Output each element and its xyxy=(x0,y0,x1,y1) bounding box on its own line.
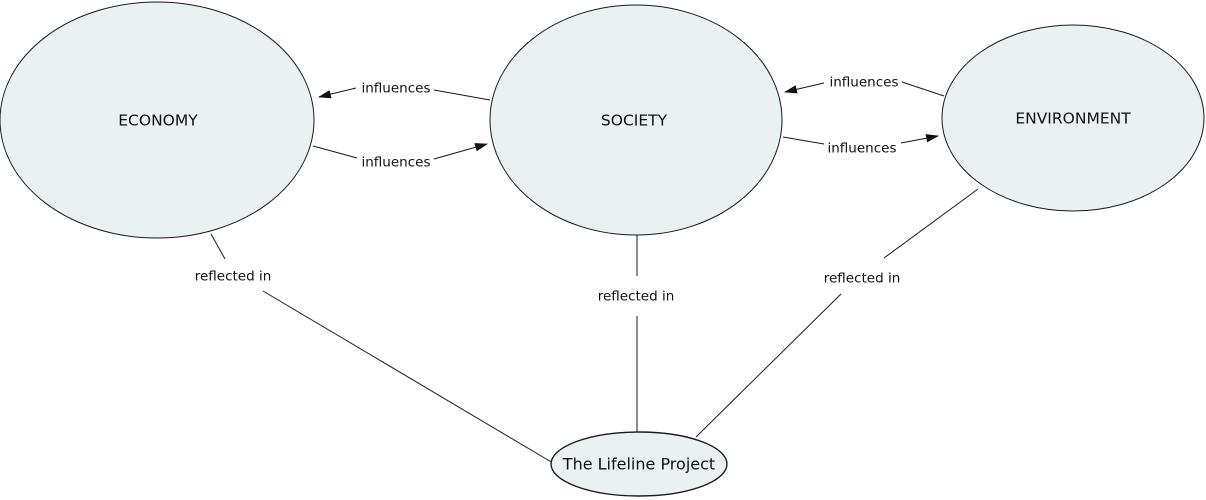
node-society[interactable]: SOCIETY xyxy=(489,4,783,236)
society-label: SOCIETY xyxy=(601,111,668,129)
society-ellipse[interactable] xyxy=(489,4,783,236)
link-line xyxy=(312,145,358,159)
link-line-arrow xyxy=(783,82,825,94)
link-economy-influences-society: influences xyxy=(312,143,489,171)
link-line xyxy=(262,290,554,464)
economy-label: ECONOMY xyxy=(118,111,198,129)
link-label-reflected-in[interactable]: reflected in xyxy=(195,269,272,285)
economy-ellipse[interactable] xyxy=(0,1,315,239)
link-society-influences-economy: influences xyxy=(317,81,491,101)
link-label-reflected-in[interactable]: reflected in xyxy=(824,271,901,287)
link-line-arrow xyxy=(433,143,489,160)
link-label-reflected-in[interactable]: reflected in xyxy=(598,289,675,305)
link-line xyxy=(695,293,842,438)
environment-ellipse[interactable] xyxy=(941,24,1205,212)
link-society-influences-environment: influences xyxy=(782,134,940,157)
lifeline-project-label: The Lifeline Project xyxy=(562,455,715,474)
link-line xyxy=(210,233,226,260)
lifeline-project-ellipse[interactable] xyxy=(550,431,728,497)
link-line xyxy=(433,89,491,101)
link-society-reflected-in-lifeline: reflected in xyxy=(598,235,675,432)
node-economy[interactable]: ECONOMY xyxy=(0,1,315,239)
link-label-influences[interactable]: influences xyxy=(362,81,431,97)
link-line xyxy=(782,136,825,145)
link-environment-influences-society: influences xyxy=(783,75,945,97)
link-label-influences[interactable]: influences xyxy=(828,141,897,157)
link-label-influences[interactable]: influences xyxy=(362,155,431,171)
link-line-arrow xyxy=(900,134,940,144)
node-environment[interactable]: ENVIRONMENT xyxy=(941,24,1205,212)
link-environment-reflected-in-lifeline: reflected in xyxy=(695,188,979,438)
link-line xyxy=(901,81,945,97)
node-lifeline-project[interactable]: The Lifeline Project xyxy=(550,431,728,497)
link-line xyxy=(883,188,979,259)
environment-label: ENVIRONMENT xyxy=(1015,109,1131,127)
link-economy-reflected-in-lifeline: reflected in xyxy=(195,233,554,464)
link-label-influences[interactable]: influences xyxy=(830,75,899,91)
link-line-arrow xyxy=(317,87,357,99)
